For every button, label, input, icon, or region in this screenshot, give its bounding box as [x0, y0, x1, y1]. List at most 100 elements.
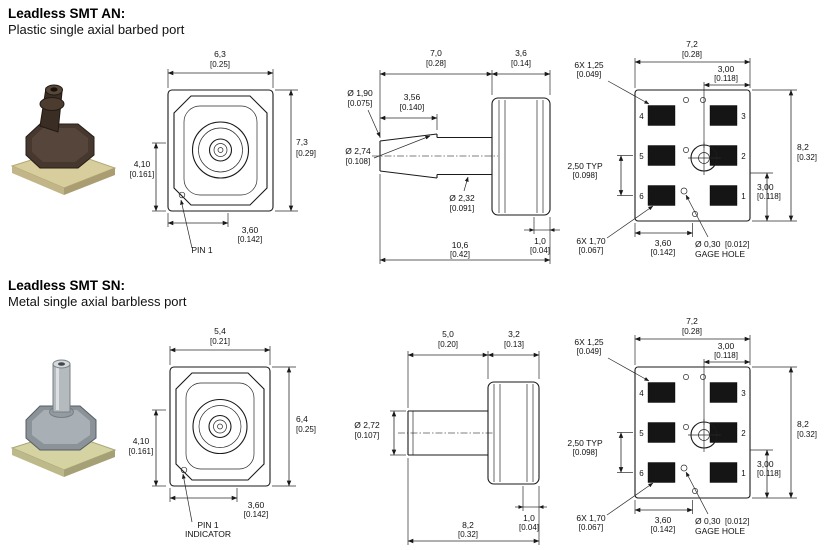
- an-side-lip-mm: 1,0: [534, 236, 546, 246]
- sn-side-view-dimensions: 5,0 [0.20] 3,2 [0.13] Ø 2,72 [0.107] 1,0…: [354, 329, 547, 545]
- an-bot-portedge-in: [0.118]: [714, 74, 738, 83]
- sn-top-offset-mm: 4,10: [133, 436, 150, 446]
- section-sn-title: Leadless SMT SN:: [8, 278, 126, 293]
- an-bot-width-in: [0.28]: [682, 50, 702, 59]
- pin-number-5: 5: [639, 152, 644, 161]
- sn-bot-gage-label: GAGE HOLE: [695, 526, 745, 536]
- an-side-tipdia-mm: Ø 1,90: [347, 88, 373, 98]
- an-bot-gage-label: GAGE HOLE: [695, 249, 745, 259]
- an-bot-gage-in: [0.012]: [725, 240, 749, 249]
- an-side-total-mm: 10,6: [452, 240, 469, 250]
- an-side-barbpos-in: [0.140]: [400, 103, 424, 112]
- sn-bot-padw-in: [0.049]: [577, 347, 601, 356]
- sn-bot-padw-mm: 6X 1,25: [574, 337, 604, 347]
- sn-top-view-dimensions: 5,4 [0.21] 6,4 [0.25] 4,10 [0.161] 3,60 …: [129, 326, 316, 539]
- sn-side-tubedia-mm: Ø 2,72: [354, 420, 380, 430]
- an-top-view-part: [167, 89, 274, 212]
- sn-side-view-drawing: 5,0 [0.20] 3,2 [0.13] Ø 2,72 [0.107] 1,0…: [354, 329, 547, 545]
- an-photo-cap: [25, 123, 95, 169]
- sn-bot-center-in: [0.142]: [651, 525, 675, 534]
- an-pin1-label: PIN 1: [191, 245, 213, 255]
- sn-bot-portbottom-in: [0.118]: [757, 469, 781, 478]
- sn-bot-portbottom-mm: 3,00: [757, 459, 774, 469]
- an-side-bodyw-mm: 3,6: [515, 48, 527, 58]
- sn-top-view-part: [169, 366, 271, 487]
- sn-bottom-view-drawing: 4 3 5 2 6 1 7,2 [0.28] 3,00 [0.118] 6X 1…: [567, 316, 817, 536]
- sn-bot-center-mm: 3,60: [655, 515, 672, 525]
- section-an-subtitle: Plastic single axial barbed port: [8, 22, 185, 37]
- sn-photo-cap: [25, 405, 97, 451]
- an-side-barbpos-mm: 3,56: [404, 92, 421, 102]
- an-bottom-view-drawing: 4 3 5 2 6 1 7,2 [0.28] 3,00 [0.118] 6X 1…: [567, 39, 817, 259]
- sn-bot-gage-in: [0.012]: [725, 517, 749, 526]
- sn-bot-pitch-in: [0.098]: [573, 448, 597, 457]
- sn-bot-padh-in: [0.067]: [579, 523, 603, 532]
- sn-side-tubedia-in: [0.107]: [355, 431, 379, 440]
- sn-bottom-view-dimensions: 7,2 [0.28] 3,00 [0.118] 6X 1,25 [0.049] …: [567, 316, 817, 536]
- sn-side-portlen-mm: 5,0: [442, 329, 454, 339]
- section-sn-subtitle: Metal single axial barbless port: [8, 294, 187, 309]
- pin-number-3: 3: [741, 389, 746, 398]
- an-top-offset-in: [0.161]: [130, 170, 154, 179]
- an-top-height-mm: 7,3: [296, 137, 308, 147]
- an-side-view-drawing: 7,0 [0.28] 3,6 [0.14] Ø 1,90 [0.075] 3,5…: [345, 48, 560, 264]
- sn-bottom-view-part: 4 3 5 2 6 1: [634, 366, 751, 499]
- pin-number-2: 2: [741, 152, 746, 161]
- an-side-tipdia-in: [0.075]: [348, 99, 372, 108]
- sn-product-photo: [10, 359, 117, 477]
- an-side-view-dimensions: 7,0 [0.28] 3,6 [0.14] Ø 1,90 [0.075] 3,5…: [345, 48, 560, 264]
- an-bot-pitch-in: [0.098]: [573, 171, 597, 180]
- an-side-barbdia-in: [0.108]: [346, 157, 370, 166]
- an-bot-height-in: [0.32]: [797, 153, 817, 162]
- gage-hole: [680, 187, 688, 195]
- an-side-portlen-in: [0.28]: [426, 59, 446, 68]
- an-side-barbdia-mm: Ø 2,74: [345, 146, 371, 156]
- an-bot-portedge-mm: 3,00: [718, 64, 735, 74]
- an-bot-portbottom-mm: 3,00: [757, 182, 774, 192]
- sn-side-lip-mm: 1,0: [523, 513, 535, 523]
- pin-number-1: 1: [741, 192, 746, 201]
- an-top-center-mm: 3,60: [242, 225, 259, 235]
- an-product-photo: [10, 84, 117, 195]
- sn-bot-width-mm: 7,2: [686, 316, 698, 326]
- an-bottom-view-part: 4 3 5 2 6 1: [634, 89, 751, 222]
- pin-number-1: 1: [741, 469, 746, 478]
- an-bot-padh-in: [0.067]: [579, 246, 603, 255]
- sn-side-bodyw-in: [0.13]: [504, 340, 524, 349]
- pin-number-4: 4: [639, 112, 644, 121]
- pin-number-6: 6: [639, 192, 644, 201]
- an-side-view-part: [372, 97, 551, 216]
- sn-bot-padh-mm: 6X 1,70: [576, 513, 606, 523]
- an-top-width-in: [0.25]: [210, 60, 230, 69]
- an-side-tubedia-mm: Ø 2,32: [449, 193, 475, 203]
- sn-top-width-mm: 5,4: [214, 326, 226, 336]
- an-top-offset-mm: 4,10: [134, 159, 151, 169]
- gage-hole: [680, 464, 688, 472]
- sn-side-total-mm: 8,2: [462, 520, 474, 530]
- pin-number-6: 6: [639, 469, 644, 478]
- an-side-portlen-mm: 7,0: [430, 48, 442, 58]
- sn-pin1-label-2: INDICATOR: [185, 529, 231, 539]
- sn-top-height-in: [0.25]: [296, 425, 316, 434]
- sn-top-center-in: [0.142]: [244, 510, 268, 519]
- an-top-view-dimensions: 6,3 [0.25] 7,3 [0.29] 4,10 [0.161] 3,60 …: [130, 49, 316, 255]
- an-side-tubedia-in: [0.091]: [450, 204, 474, 213]
- sn-bot-pitch-mm: 2,50 TYP: [567, 438, 603, 448]
- sn-side-lip-in: [0.04]: [519, 523, 539, 532]
- pin1-mark: [180, 466, 188, 474]
- sn-side-view-part: [398, 381, 540, 485]
- an-side-bodyw-in: [0.14]: [511, 59, 531, 68]
- sn-side-bodyw-mm: 3,2: [508, 329, 520, 339]
- sn-top-height-mm: 6,4: [296, 414, 308, 424]
- an-top-view-drawing: 6,3 [0.25] 7,3 [0.29] 4,10 [0.161] 3,60 …: [130, 49, 316, 255]
- an-top-center-in: [0.142]: [238, 235, 262, 244]
- an-bot-portbottom-in: [0.118]: [757, 192, 781, 201]
- sn-bot-width-in: [0.28]: [682, 327, 702, 336]
- sn-photo-tube-port: [49, 359, 74, 418]
- sn-bot-portedge-in: [0.118]: [714, 351, 738, 360]
- an-bot-padw-mm: 6X 1,25: [574, 60, 604, 70]
- an-side-total-in: [0.42]: [450, 250, 470, 259]
- sn-top-offset-in: [0.161]: [129, 447, 153, 456]
- an-bot-center-mm: 3,60: [655, 238, 672, 248]
